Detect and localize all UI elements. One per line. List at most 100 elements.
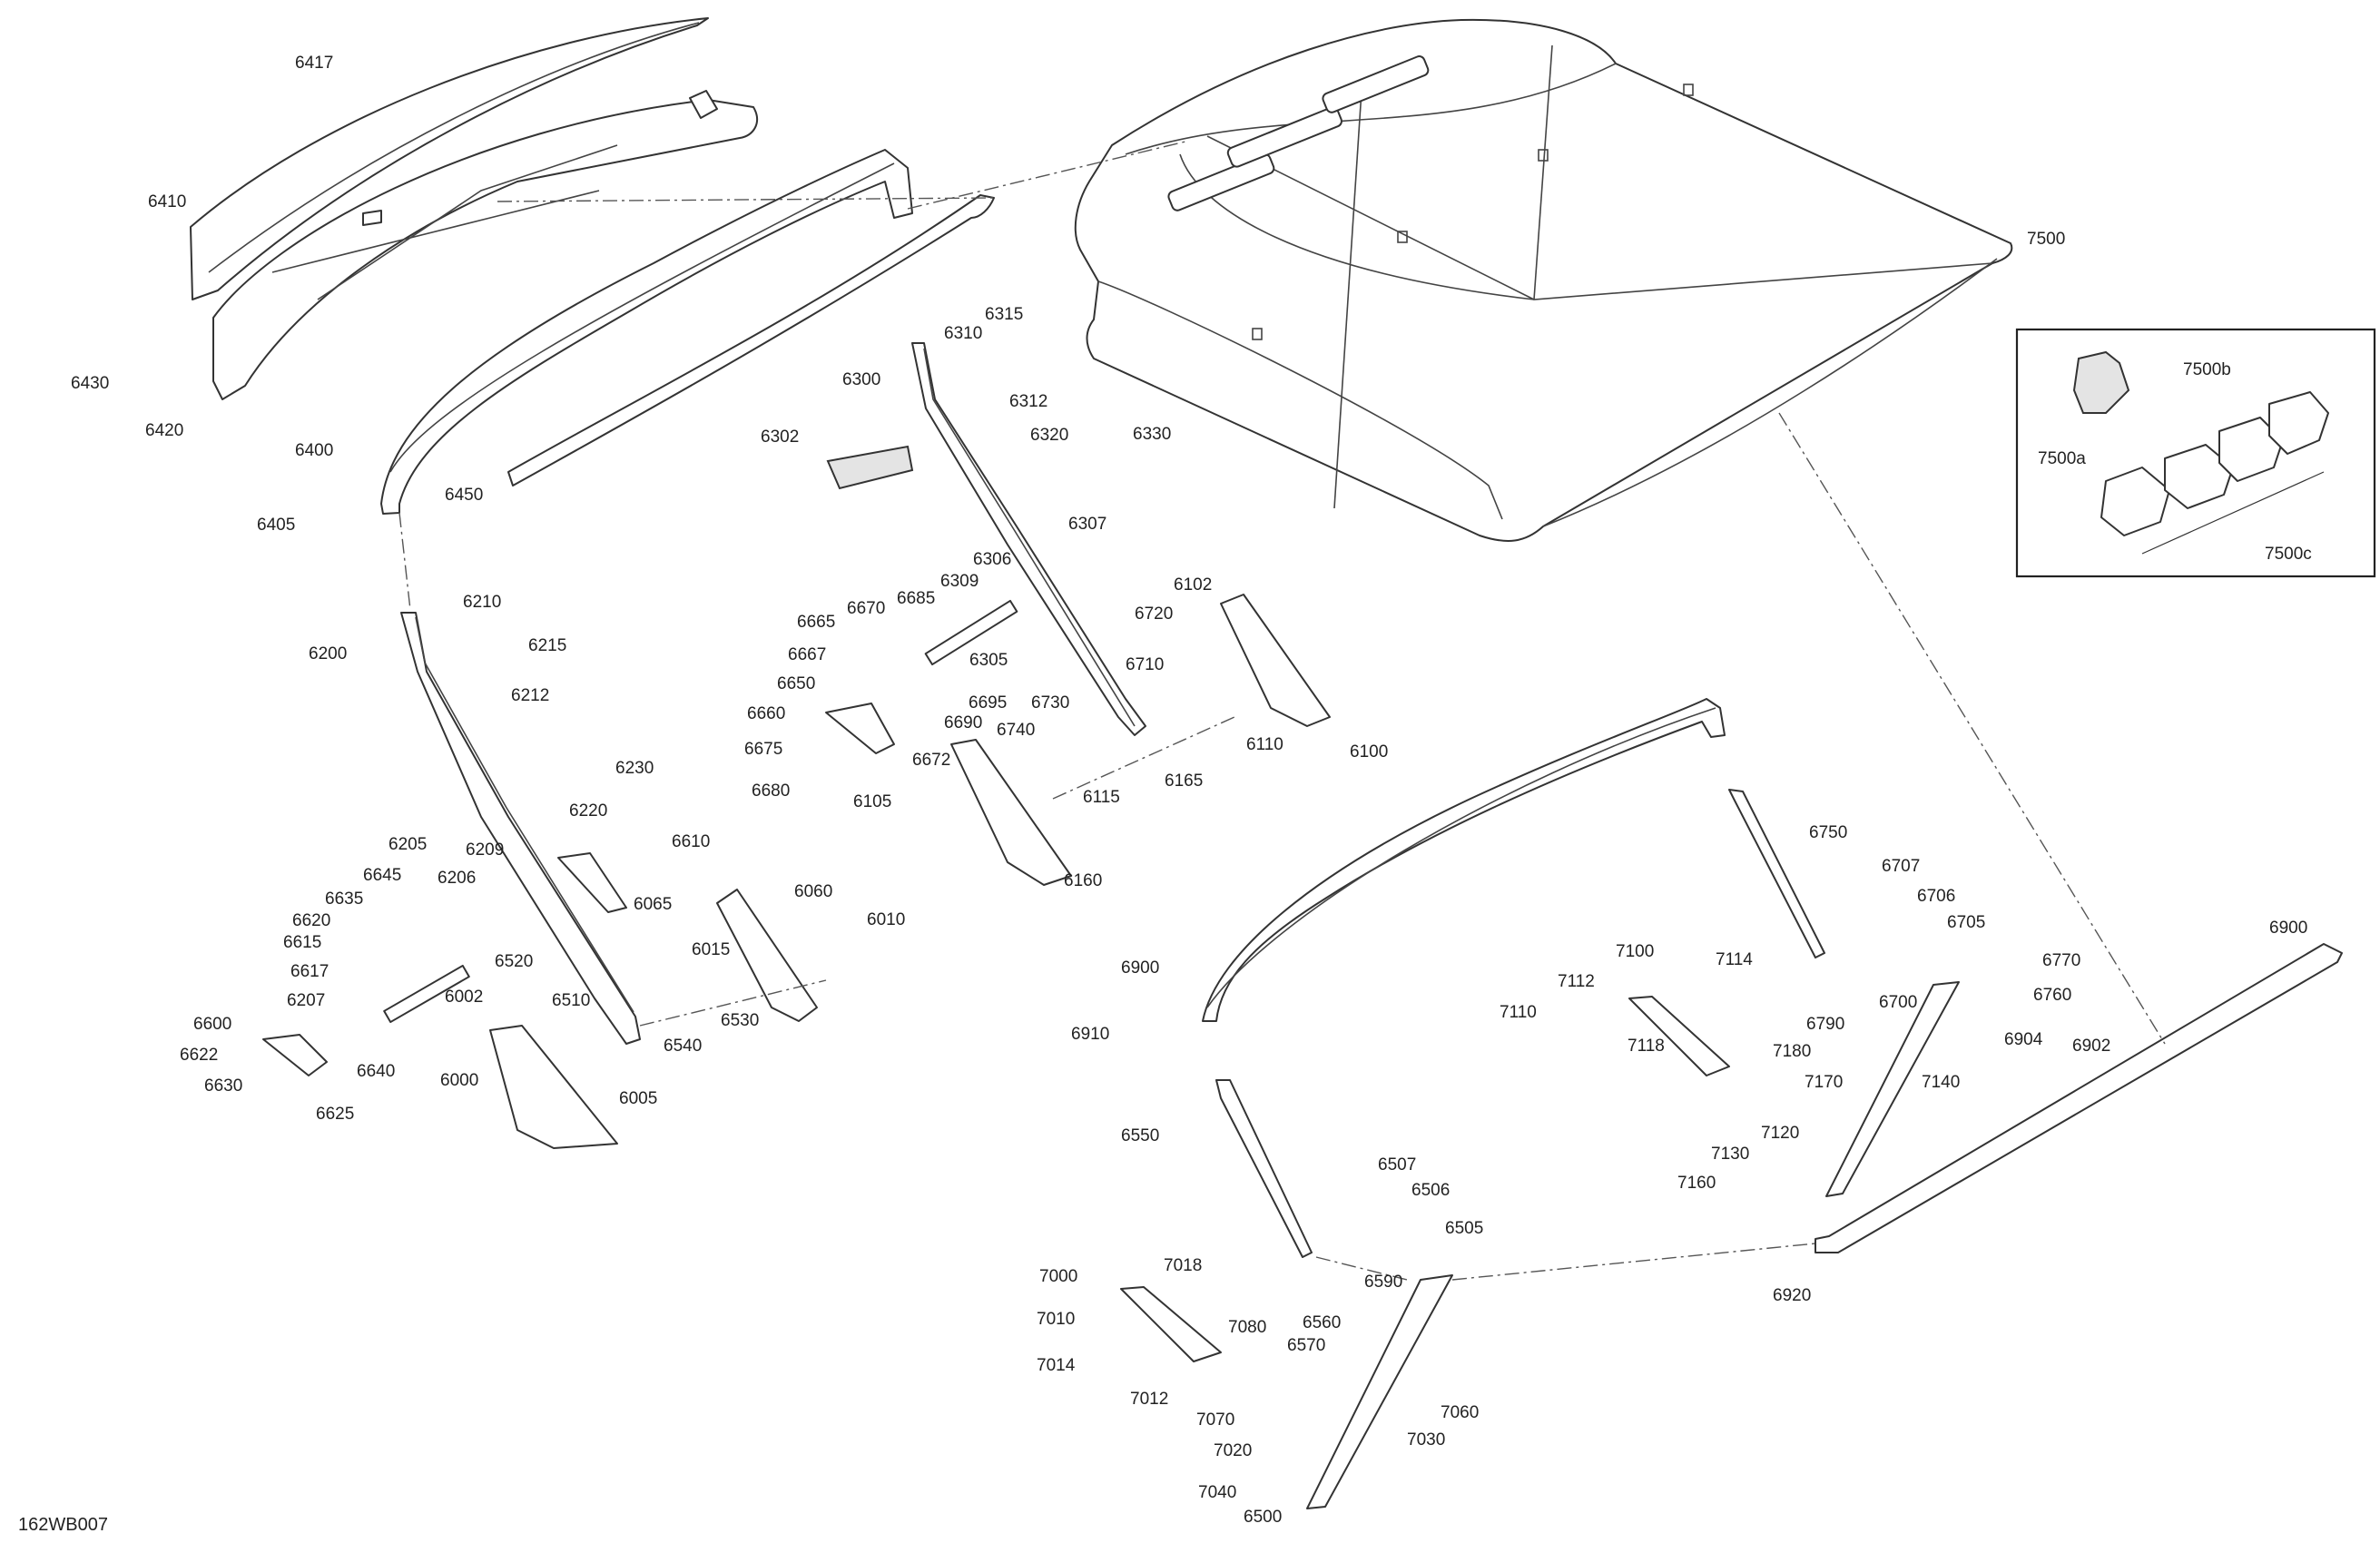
- part-label: 6920: [1773, 1286, 1811, 1305]
- part-label: 7160: [1677, 1174, 1716, 1193]
- part-label: 6307: [1068, 515, 1106, 534]
- part-label: 6690: [944, 713, 982, 732]
- part-label: 6695: [969, 693, 1007, 713]
- part-label: 7010: [1037, 1310, 1075, 1329]
- part-label: 6165: [1165, 772, 1203, 791]
- part-label: 6910: [1071, 1025, 1109, 1044]
- part-label: 6002: [445, 988, 483, 1007]
- part-label: 6305: [969, 651, 1008, 670]
- part-label: 6505: [1445, 1219, 1483, 1238]
- part-label: 6100: [1350, 742, 1388, 762]
- part-label: 7118: [1628, 1037, 1665, 1056]
- part-label: 6750: [1809, 823, 1847, 842]
- part-label: 7080: [1228, 1318, 1266, 1337]
- part-label: 6405: [257, 516, 295, 535]
- part-label: 7140: [1922, 1073, 1960, 1092]
- part-label: 6500: [1244, 1508, 1282, 1527]
- part-label: 6450: [445, 486, 483, 505]
- part-label: 6570: [1287, 1336, 1325, 1355]
- part-label: 6645: [363, 866, 401, 885]
- part-label: 6622: [180, 1046, 218, 1065]
- rear-door-panels: [1120, 996, 1730, 1362]
- part-label: 6309: [940, 572, 979, 591]
- part-label: 7170: [1805, 1073, 1843, 1092]
- part-label: 6904: [2004, 1030, 2043, 1049]
- part-label: 6110: [1246, 735, 1283, 754]
- part-label: 6430: [71, 374, 109, 393]
- part-label: 7040: [1198, 1483, 1236, 1502]
- part-label: 6720: [1135, 604, 1173, 624]
- part-label: 6667: [788, 645, 826, 664]
- part-label: 7500: [2027, 230, 2065, 249]
- part-label: 6660: [747, 704, 785, 723]
- part-label: 6207: [287, 991, 325, 1010]
- door-panels: [489, 594, 1331, 1149]
- inset-label: 7500c: [2265, 545, 2312, 564]
- part-label: 6760: [2033, 986, 2071, 1005]
- part-label: 7018: [1164, 1256, 1202, 1275]
- part-label: 6215: [528, 636, 566, 655]
- part-label: 6617: [290, 962, 329, 981]
- part-label: 6315: [985, 305, 1023, 324]
- part-label: 7014: [1037, 1356, 1076, 1375]
- part-label: 7130: [1711, 1145, 1749, 1164]
- part-label: 6730: [1031, 693, 1069, 713]
- part-label: 7060: [1441, 1403, 1479, 1422]
- part-label: 6306: [973, 550, 1011, 569]
- part-label: 6625: [316, 1105, 354, 1124]
- part-label: 6400: [295, 441, 333, 460]
- part-label: 6900: [2269, 919, 2307, 938]
- part-label: 7020: [1214, 1441, 1252, 1460]
- part-label: 6205: [388, 835, 427, 854]
- part-label: 6560: [1303, 1313, 1341, 1332]
- inset-label: 7500b: [2183, 360, 2231, 379]
- part-label: 6615: [283, 933, 321, 952]
- upper-roof-6410: [190, 17, 758, 400]
- part-label: 7180: [1773, 1042, 1811, 1061]
- part-label: 6680: [752, 781, 790, 801]
- part-label: 6520: [495, 952, 533, 971]
- part-label: 6770: [2042, 951, 2080, 970]
- part-label: 6672: [912, 751, 950, 770]
- frame-bar-6400: [380, 149, 995, 515]
- part-label: 6670: [847, 599, 885, 618]
- part-label: 7100: [1616, 942, 1654, 961]
- part-label: 6209: [466, 840, 504, 860]
- part-label: 6506: [1411, 1181, 1450, 1200]
- part-label: 6710: [1126, 655, 1164, 674]
- part-label: 6600: [193, 1015, 231, 1034]
- part-label: 6700: [1879, 993, 1917, 1012]
- part-label: 6900: [1121, 958, 1159, 978]
- part-label: 6665: [797, 613, 835, 632]
- part-label: 6410: [148, 192, 186, 211]
- part-label: 6160: [1064, 871, 1102, 890]
- side-beam-6900: [1815, 943, 2343, 1253]
- part-label: 6707: [1882, 857, 1920, 876]
- part-label: 6300: [842, 370, 880, 389]
- part-label: 6610: [672, 832, 710, 851]
- part-label: 6000: [440, 1071, 478, 1090]
- part-label: 6510: [552, 991, 590, 1010]
- part-label: 6507: [1378, 1155, 1416, 1174]
- part-label: 7030: [1407, 1430, 1445, 1450]
- part-label: 6115: [1083, 788, 1120, 807]
- part-label: 6530: [721, 1011, 759, 1030]
- part-label: 6705: [1947, 913, 1985, 932]
- reference-code: 162WB007: [18, 1515, 108, 1535]
- part-label: 6312: [1009, 392, 1047, 411]
- part-label: 7110: [1500, 1003, 1537, 1022]
- pillar-6200: [400, 612, 641, 1045]
- part-label: 6302: [761, 428, 799, 447]
- part-label: 6320: [1030, 426, 1068, 445]
- part-label: 6200: [309, 644, 347, 663]
- part-label: 6015: [692, 940, 730, 959]
- part-label: 6310: [944, 324, 982, 343]
- part-label: 6635: [325, 889, 363, 909]
- rear-arch-6900: [1202, 698, 1726, 1022]
- part-label: 6417: [295, 54, 333, 73]
- inset-label: 7500a: [2038, 449, 2086, 468]
- part-label: 6650: [777, 674, 815, 693]
- part-label: 7000: [1039, 1267, 1077, 1286]
- part-label: 6590: [1364, 1273, 1402, 1292]
